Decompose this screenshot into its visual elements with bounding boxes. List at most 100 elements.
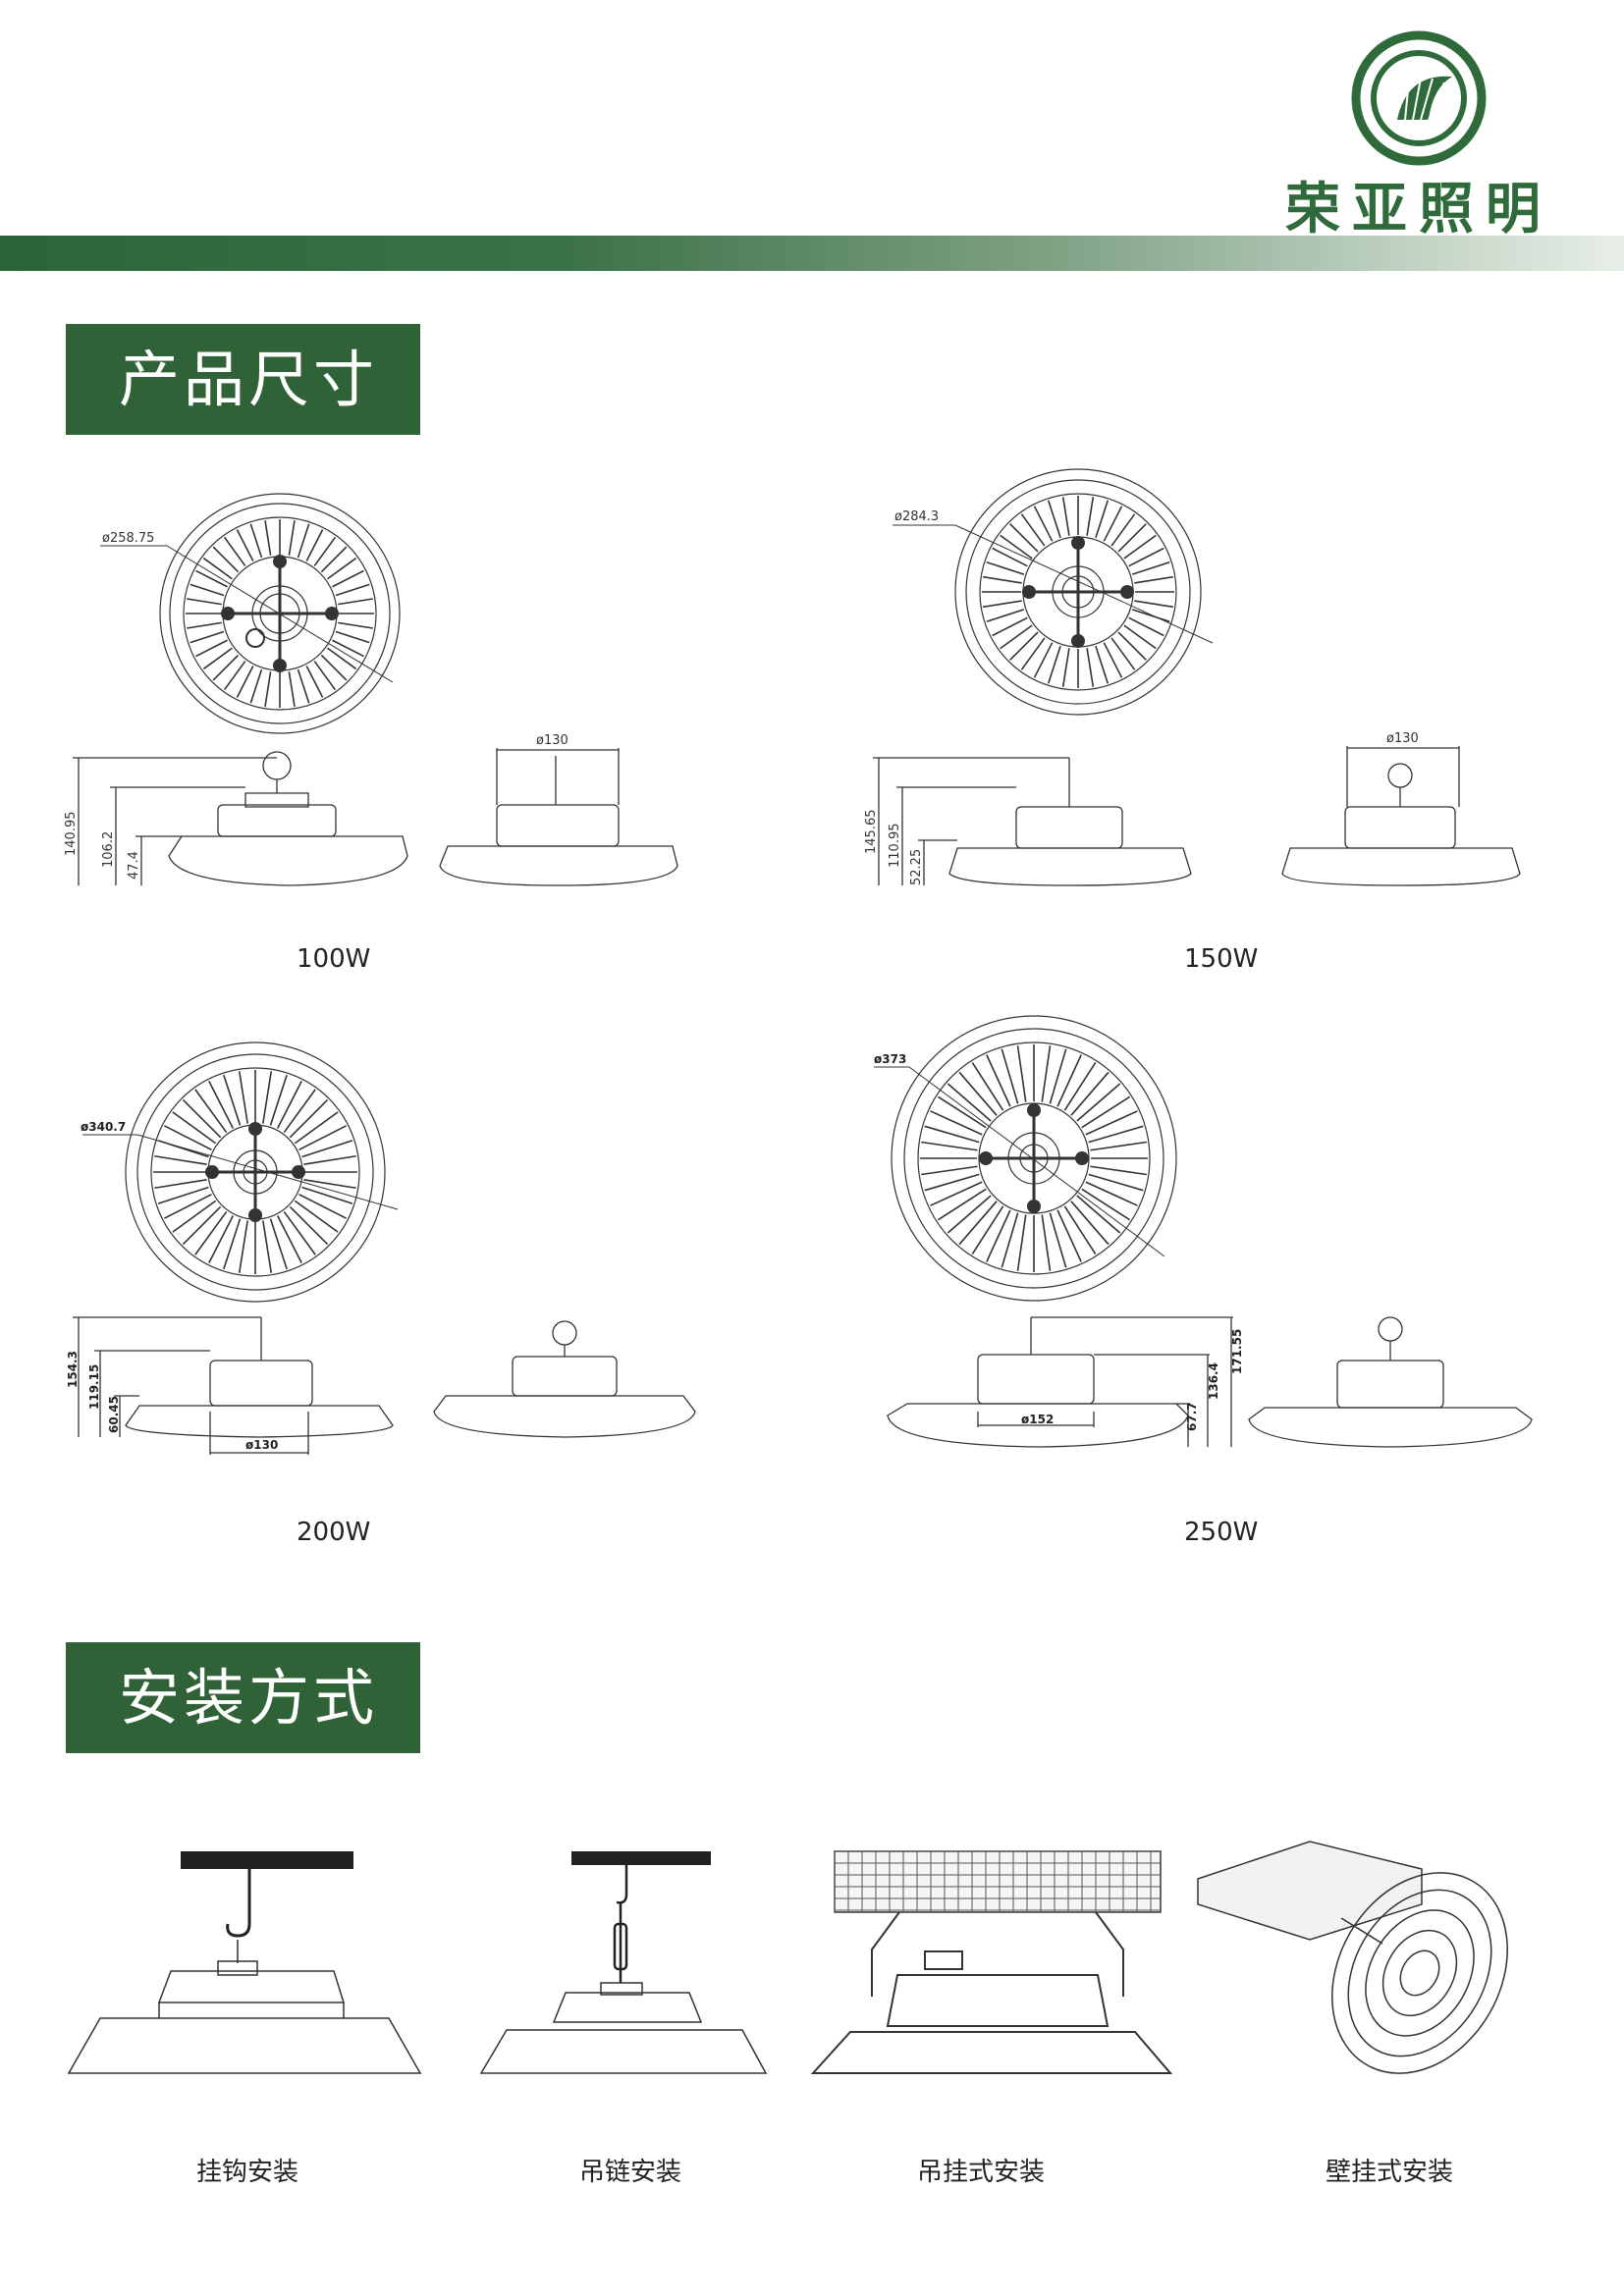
heatsink-fin <box>265 520 271 556</box>
heatsink-fin <box>314 662 335 690</box>
heatsink-fin <box>1104 643 1121 678</box>
heatsink-fin <box>183 1099 220 1137</box>
heatsink-fin <box>987 1054 1010 1106</box>
diameter-label: ø284.3 <box>894 509 939 524</box>
heatsink-fin <box>195 570 227 586</box>
heatsink-fin <box>225 537 245 565</box>
height-total-label: 154.3 <box>66 1351 80 1388</box>
front-view-250w: 171.55 136.4 67.7 ø152 <box>884 1306 1244 1453</box>
heatsink-fin <box>1132 562 1169 574</box>
chain-mount-illustration <box>477 1851 772 2081</box>
heatsink-fin <box>187 599 222 605</box>
heatsink-fin <box>195 1090 227 1133</box>
bottom-width-label: ø130 <box>245 1438 278 1452</box>
heatsink-fin <box>1063 648 1069 687</box>
heatsink-fin <box>299 1126 347 1150</box>
heatsink-fin <box>213 547 238 571</box>
pendant-mount-illustration <box>811 1845 1174 2081</box>
heatsink-fin <box>190 584 224 595</box>
heatsink-fin <box>972 1062 1002 1110</box>
heatsink-fin <box>921 1166 977 1174</box>
heatsink-fin <box>284 1090 315 1133</box>
heatsink-fin <box>1104 507 1121 542</box>
heatsink-fin <box>195 640 227 656</box>
heatsink-fin <box>284 1211 315 1255</box>
heatsink-fin <box>213 655 238 679</box>
height-body-label: 136.4 <box>1207 1362 1220 1400</box>
heatsink-fin <box>195 1211 227 1255</box>
heatsink-fin <box>332 570 363 586</box>
heatsink-fin <box>1001 625 1032 649</box>
heatsink-fin <box>265 671 271 707</box>
front-view-150w: 145.65 110.95 52.25 <box>864 746 1213 893</box>
heatsink-fin <box>306 666 322 697</box>
install-label-pendant: 吊挂式安装 <box>917 2158 1046 2187</box>
heatsink-fin <box>1134 577 1173 583</box>
heatsink-fin <box>321 655 346 679</box>
heatsink-fin <box>173 1112 216 1144</box>
heatsink-fin <box>1077 1196 1120 1233</box>
heatsink-fin <box>224 1075 241 1125</box>
heatsink-fin <box>1017 1214 1025 1270</box>
heatsink-fin <box>303 1156 355 1164</box>
heatsink-fin <box>1021 514 1045 546</box>
heatsink-fin <box>1124 625 1156 649</box>
height-base-label: 60.45 <box>107 1396 121 1433</box>
heatsink-fin <box>1042 1045 1050 1101</box>
heatsink-fin <box>1071 1072 1109 1115</box>
side-width-label: ø130 <box>536 733 568 748</box>
heatsink-fin <box>306 529 322 561</box>
height-total-label: 171.55 <box>1230 1329 1244 1374</box>
height-total-label: 140.95 <box>64 812 79 857</box>
heatsink-fin <box>225 662 245 690</box>
model-caption-100w: 100W <box>297 944 371 974</box>
heatsink-fin <box>203 648 232 668</box>
heatsink-fin <box>1082 1096 1130 1127</box>
heatsink-fin <box>930 1182 982 1205</box>
heatsink-fin <box>290 1099 327 1137</box>
heatsink-fin <box>959 1201 997 1245</box>
height-total-label: 145.65 <box>864 810 879 855</box>
side-width-label: ø130 <box>1386 731 1419 746</box>
heatsink-fin <box>1001 1049 1017 1104</box>
heatsink-fin <box>173 1201 216 1232</box>
heatsink-fin <box>336 632 369 643</box>
install-label-wall: 壁挂式安装 <box>1326 2158 1454 2187</box>
model-caption-150w: 150W <box>1184 944 1259 974</box>
heatsink-fin <box>1086 1182 1138 1205</box>
height-base-label: 52.25 <box>909 849 924 885</box>
heatsink-fin <box>1118 632 1146 660</box>
heatsink-fin <box>209 1216 234 1263</box>
heatsink-fin <box>1042 1214 1050 1270</box>
heatsink-fin <box>302 1141 352 1157</box>
heatsink-fin <box>278 1081 302 1128</box>
leaf-circle-logo-icon <box>1351 30 1487 166</box>
height-body-label: 110.95 <box>888 824 902 869</box>
heatsink-fin <box>237 529 252 561</box>
model-caption-200w: 200W <box>297 1518 371 1547</box>
heatsink-fin <box>921 1142 977 1149</box>
heatsink-fin <box>1090 1142 1146 1149</box>
side-view-100w: ø130 <box>432 733 687 893</box>
heatsink-fin <box>1086 1111 1138 1135</box>
heatsink-fin <box>263 1220 271 1272</box>
heatsink-fin <box>930 1111 982 1135</box>
heatsink-fin <box>983 577 1022 583</box>
heatsink-fin <box>925 1126 980 1142</box>
heatsink-fin <box>299 1195 347 1219</box>
brand-logo: 荣亚照明 <box>1276 29 1561 241</box>
section-title-dimensions: 产品尺寸 <box>66 324 420 435</box>
heatsink-fin <box>1096 646 1108 683</box>
heatsink-fin <box>1087 648 1093 687</box>
heatsink-fin <box>1010 524 1038 552</box>
heatsink-fin <box>224 1219 241 1269</box>
heatsink-fin <box>321 547 346 571</box>
heatsink-fin <box>938 1096 986 1127</box>
side-view-250w <box>1245 1306 1540 1453</box>
heatsink-fin <box>972 1206 1002 1255</box>
heatsink-fin <box>250 669 261 703</box>
height-body-label: 106.2 <box>101 831 116 868</box>
heatsink-fin <box>270 1219 287 1269</box>
heatsink-fin <box>1096 501 1108 538</box>
heatsink-fin <box>1132 610 1169 621</box>
